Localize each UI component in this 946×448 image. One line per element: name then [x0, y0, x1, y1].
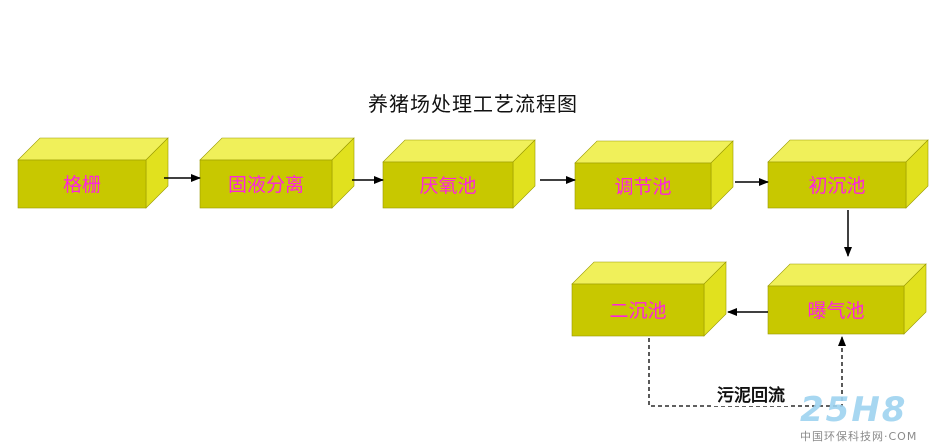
box-front-face — [767, 285, 905, 335]
diagram-title: 养猪场处理工艺流程图 — [368, 92, 578, 116]
box-top-face — [767, 139, 929, 163]
watermark-logo: 25H8 — [800, 390, 908, 430]
stage-box-secondary-settling-tank: 二沉池 — [571, 261, 727, 337]
stage-label-primary-settling-tank: 初沉池 — [808, 175, 865, 197]
stage-label-grille: 格栅 — [63, 174, 101, 196]
box-top-face — [767, 263, 927, 287]
box-front-face — [767, 161, 907, 209]
stage-box-primary-settling-tank: 初沉池 — [767, 139, 929, 209]
box-front-face — [571, 283, 705, 337]
stage-label-solid-liquid-separation: 固液分离 — [228, 174, 304, 196]
stage-box-solid-liquid-separation: 固液分离 — [199, 137, 355, 209]
stage-box-regulating-tank: 调节池 — [574, 140, 734, 210]
box-top-face — [571, 261, 727, 285]
sludge-return-label: 污泥回流 — [714, 381, 788, 406]
sludge-return-line — [648, 336, 846, 407]
stage-box-grille: 格栅 — [17, 137, 169, 209]
box-top-face — [574, 140, 734, 164]
stage-label-secondary-settling-tank: 二沉池 — [609, 300, 666, 322]
box-front-face — [199, 159, 333, 209]
box-front-face — [17, 159, 147, 209]
box-front-face — [382, 161, 514, 209]
stage-box-aeration-tank: 曝气池 — [767, 263, 927, 335]
stage-label-anaerobic-tank: 厌氧池 — [419, 175, 476, 197]
box-top-face — [382, 139, 536, 163]
box-top-face — [17, 137, 169, 161]
flow-arrows — [164, 174, 852, 407]
watermark-text: 中国环保科技网·COM — [800, 430, 918, 443]
box-front-face — [574, 162, 712, 210]
stage-box-anaerobic-tank: 厌氧池 — [382, 139, 536, 209]
stage-label-regulating-tank: 调节池 — [614, 176, 671, 198]
stage-label-aeration-tank: 曝气池 — [807, 300, 864, 322]
box-top-face — [199, 137, 355, 161]
